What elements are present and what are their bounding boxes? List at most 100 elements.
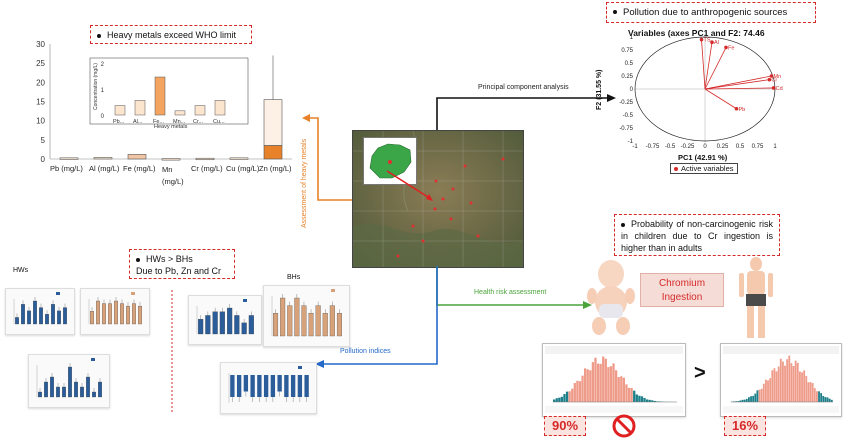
- boxplot-ytick: 25: [36, 59, 45, 68]
- hist-bar: [612, 363, 615, 402]
- mini-bar: [301, 305, 307, 337]
- boxplot-box: [195, 157, 215, 161]
- mini-bar: [126, 305, 130, 325]
- prohibited-icon: [612, 414, 636, 438]
- pca-arrow-label: Principal component analysis: [478, 84, 569, 91]
- boxplot-box: [161, 158, 181, 161]
- pca-vector: [704, 42, 713, 90]
- adult-percent: 16%: [724, 416, 766, 436]
- mini-bar: [108, 303, 112, 325]
- hist-bar: [643, 398, 646, 402]
- inset-xtick: Pb...: [113, 119, 125, 125]
- hist-bar: [824, 397, 827, 402]
- hist-bar: [765, 379, 767, 402]
- hist-bar: [653, 400, 657, 402]
- mini-bar: [27, 310, 31, 325]
- bullet-icon: [97, 33, 101, 38]
- pca-ytick: -1: [628, 139, 634, 145]
- heavy-metals-text: Heavy metals exceed WHO limit: [107, 30, 237, 40]
- hist-bar: [760, 388, 763, 402]
- mini-bar: [336, 313, 342, 337]
- pca-xtick: -0.25: [681, 144, 695, 150]
- hist-bar: [607, 367, 610, 402]
- adult-figure: [739, 257, 773, 338]
- boxplot-ytick: 20: [36, 78, 45, 87]
- mini-bar: [51, 304, 55, 325]
- bullet-icon: [621, 222, 625, 227]
- pca-point-label: Pb: [739, 107, 746, 113]
- mini-bar: [270, 375, 276, 397]
- hist-bar: [586, 369, 589, 402]
- mini-bar: [243, 375, 249, 392]
- mini-bar: [297, 375, 303, 397]
- pca-xtick: -0.75: [646, 144, 660, 150]
- hist-bar: [792, 365, 795, 402]
- pca-ytick: 0.75: [621, 48, 633, 54]
- mini-bar: [15, 317, 19, 325]
- mini-bar: [90, 311, 94, 325]
- hist-bar: [635, 394, 638, 402]
- pca-point-label: Cr: [771, 78, 777, 84]
- hist-bar: [646, 399, 649, 402]
- pca-point: [724, 45, 728, 50]
- health-arrow-label: Health risk assessment: [474, 289, 547, 296]
- hist-bar: [820, 393, 823, 402]
- xlabel-fe: Fe (mg/L): [123, 164, 156, 173]
- pca-point: [769, 74, 774, 78]
- hist-bar: [625, 384, 628, 402]
- hist-bar: [758, 389, 761, 402]
- hist-header: [723, 346, 839, 354]
- pca-xtick: 1: [773, 144, 777, 150]
- hist-bar: [584, 368, 587, 402]
- hist-bar: [752, 395, 755, 402]
- mini-bar: [290, 375, 296, 397]
- hws-label: HWs: [13, 267, 29, 274]
- hist-bar: [622, 377, 626, 402]
- assessment-arrow-label: Assessment of heavy metals: [301, 138, 308, 228]
- hist-bar: [735, 401, 738, 402]
- pca-xtick: 0.5: [736, 144, 745, 150]
- hist-bar: [658, 401, 662, 402]
- hws-chart-blue: [5, 288, 75, 335]
- hist-bar: [596, 363, 600, 402]
- pca-vector: [704, 47, 727, 90]
- pca-vector: [704, 87, 774, 90]
- inset-box: [154, 76, 166, 116]
- hist-bar: [816, 391, 818, 402]
- hist-bar: [617, 377, 620, 402]
- mini-bar: [21, 304, 25, 325]
- hist-bar: [830, 399, 833, 402]
- legend-dot-icon: [674, 167, 678, 172]
- bhs-chart-tan: [263, 285, 350, 347]
- mini-bar: [80, 386, 84, 398]
- pca-point: [771, 86, 776, 90]
- bhs-chart-blue: [188, 295, 262, 345]
- pca-xlabel: PC1 (42.91 %): [678, 153, 728, 162]
- hist-bar: [591, 362, 595, 402]
- mini-bar: [322, 313, 328, 337]
- mini-bar: [212, 311, 218, 335]
- hist-bar: [754, 393, 757, 402]
- pca-ytick: 1: [630, 35, 634, 41]
- inset-box: [174, 110, 186, 116]
- xlabel-cu: Cu (mg/L): [226, 164, 260, 173]
- hist-bar: [743, 399, 746, 402]
- mini-bar: [138, 305, 142, 325]
- noncarc-text: Probability of non-carcinogenic risk in …: [621, 219, 773, 253]
- mini-bar: [315, 305, 321, 337]
- hist-bar: [786, 359, 789, 402]
- hist-bar: [794, 360, 797, 402]
- hist-footer: [545, 406, 683, 413]
- pca-vector: [701, 39, 706, 90]
- pca-ytick: 0.25: [621, 74, 633, 80]
- hist-bar: [553, 399, 556, 402]
- pca-xtick: 0.25: [717, 144, 729, 150]
- mini-legend-swatch: [331, 289, 335, 292]
- indices-arrow-label: Pollution indices: [340, 348, 391, 355]
- mini-bar: [102, 303, 106, 325]
- hist-bar: [568, 391, 571, 402]
- mini-bar: [198, 318, 204, 335]
- hist-bar: [739, 400, 742, 402]
